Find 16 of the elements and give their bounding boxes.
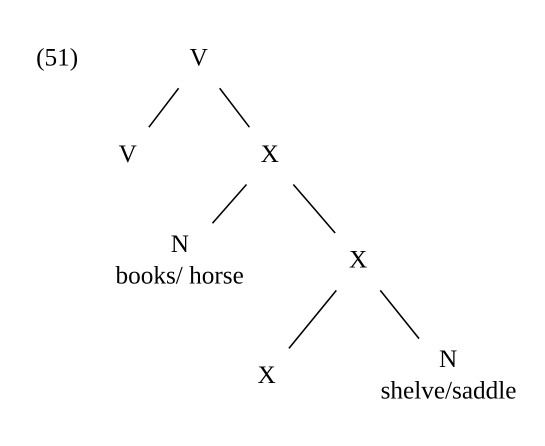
connector [148,88,180,128]
node-label: books/ horse [116,262,244,290]
node-text: X [258,362,276,389]
node-text: V [190,44,208,72]
connector [380,290,420,340]
node-text: N [170,230,189,258]
node-text: V [118,140,137,168]
node-text: X [349,246,368,274]
node-label: shelve/saddle [380,378,517,405]
label: (51) [36,44,78,72]
node-text: N [438,346,458,374]
node-text: X [260,140,279,168]
connector [212,184,248,224]
connector [219,88,250,128]
connector [292,184,336,234]
connector [288,290,337,349]
